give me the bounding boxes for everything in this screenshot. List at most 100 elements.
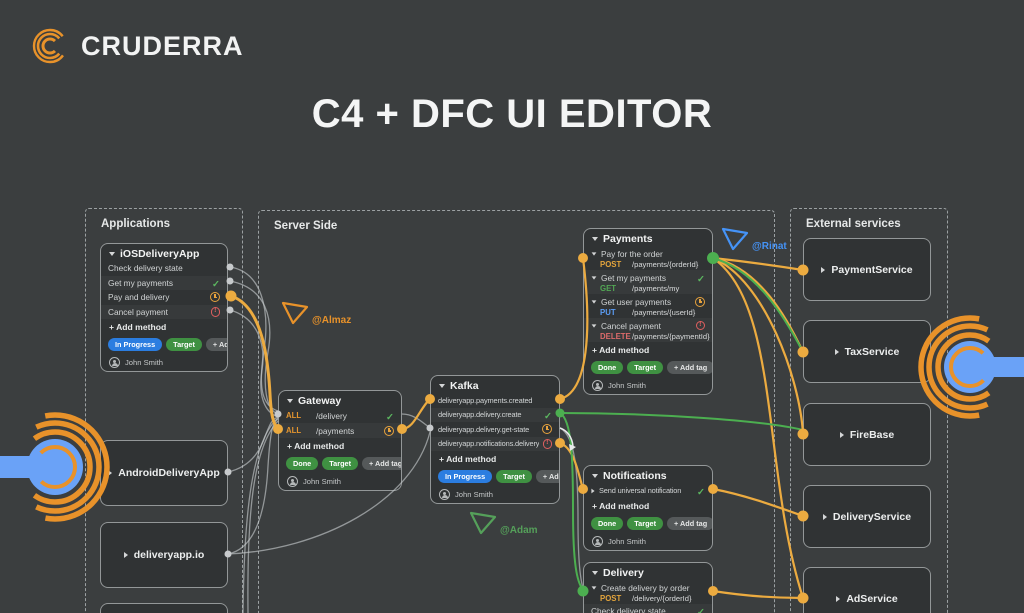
- owner-row: John Smith: [584, 533, 712, 550]
- api-row[interactable]: ALL /payments: [279, 423, 401, 438]
- avatar-icon: [592, 536, 603, 547]
- chevron-down-icon[interactable]: [591, 275, 597, 280]
- card-iosdeliveryapp[interactable]: iOSDeliveryApp Check delivery state Get …: [100, 243, 228, 372]
- card-header[interactable]: Delivery: [584, 563, 712, 580]
- cursor-triangle-icon: [721, 227, 749, 251]
- tag-target[interactable]: Target: [627, 360, 664, 374]
- page-title: C4 + DFC UI EDITOR: [311, 92, 713, 136]
- method-row[interactable]: Check delivery state: [584, 604, 712, 613]
- add-tag-button[interactable]: + Add tag: [362, 456, 401, 470]
- card-title: Gateway: [298, 394, 342, 407]
- card-header[interactable]: Notifications: [584, 466, 712, 483]
- card-kafka[interactable]: Kafka deliveryapp.payments.created deliv…: [430, 375, 560, 504]
- add-method-button[interactable]: + Add method: [287, 440, 345, 451]
- api-row[interactable]: ALL /delivery: [279, 408, 401, 423]
- card-gateway[interactable]: Gateway ALL /delivery ALL /payments + Ad…: [278, 390, 402, 491]
- chevron-down-icon[interactable]: [591, 251, 597, 256]
- api-row[interactable]: Cancel payment DELETE /payments/{payment…: [584, 318, 712, 342]
- chevron-down-icon[interactable]: [591, 323, 597, 328]
- check-icon: [697, 602, 705, 613]
- card-deliveryapp-io[interactable]: deliveryapp.io: [100, 522, 228, 588]
- card-firebase[interactable]: FireBase: [803, 403, 931, 466]
- card-header[interactable]: Kafka: [431, 376, 559, 393]
- card-paymentservice[interactable]: PaymentService: [803, 238, 931, 301]
- add-method-button[interactable]: + Add method: [439, 453, 497, 464]
- api-row[interactable]: Pay for the order POST /payments/{orderI…: [584, 246, 712, 270]
- avatar-icon: [592, 380, 603, 391]
- add-tag-button[interactable]: + Add tag: [667, 360, 712, 374]
- chevron-right-icon[interactable]: [839, 431, 844, 438]
- api-row[interactable]: Create delivery by order POST /delivery/…: [584, 580, 712, 604]
- tag-target[interactable]: Target: [322, 456, 359, 470]
- card-title: FireBase: [849, 428, 895, 441]
- card-androiddeliveryapp[interactable]: AndroidDeliveryApp: [100, 440, 228, 506]
- card-notifications[interactable]: Notifications Send universal notificatio…: [583, 465, 713, 551]
- add-method-button[interactable]: + Add method: [109, 321, 167, 332]
- error-icon: [542, 439, 552, 449]
- check-icon: [697, 482, 705, 500]
- chevron-down-icon[interactable]: [287, 398, 293, 403]
- method-row[interactable]: Check delivery state: [108, 263, 183, 274]
- topic-row[interactable]: deliveryapp.payments.created: [438, 395, 533, 405]
- card-header[interactable]: Gateway: [279, 391, 401, 408]
- check-icon: [544, 406, 552, 424]
- chevron-right-icon[interactable]: [836, 595, 841, 602]
- card-delivery[interactable]: Delivery Create delivery by order POST /…: [583, 562, 713, 613]
- card-header[interactable]: Payments: [584, 229, 712, 246]
- add-tag-button[interactable]: + Add tag: [205, 337, 227, 351]
- card-title: Payments: [603, 232, 653, 245]
- owner-name: John Smith: [608, 381, 646, 390]
- topic-row[interactable]: deliveryapp.notifications.delivery: [431, 437, 559, 452]
- chevron-right-icon[interactable]: [834, 348, 839, 355]
- chevron-down-icon[interactable]: [439, 383, 445, 388]
- chevron-down-icon[interactable]: [592, 236, 598, 241]
- panel-external-title: External services: [806, 218, 901, 230]
- card-adservice[interactable]: AdService: [803, 567, 931, 613]
- tag-in-progress[interactable]: In Progress: [438, 469, 493, 483]
- method-row[interactable]: Get my payments: [101, 276, 227, 291]
- card-deliveryservice[interactable]: DeliveryService: [803, 485, 931, 548]
- chevron-right-icon[interactable]: [821, 266, 826, 273]
- card-partial[interactable]: [100, 603, 228, 613]
- card-header[interactable]: iOSDeliveryApp: [101, 244, 227, 261]
- add-method-button[interactable]: + Add method: [592, 500, 650, 511]
- chevron-down-icon[interactable]: [591, 299, 597, 304]
- chevron-down-icon[interactable]: [592, 570, 598, 575]
- chevron-right-icon[interactable]: [591, 488, 595, 493]
- add-tag-button[interactable]: + Add tag: [535, 469, 559, 483]
- tag-done[interactable]: Done: [591, 516, 624, 530]
- method-row[interactable]: Send universal notification: [584, 483, 712, 498]
- tag-in-progress[interactable]: In Progress: [108, 337, 163, 351]
- tag-target[interactable]: Target: [627, 516, 664, 530]
- card-title: iOSDeliveryApp: [120, 247, 200, 260]
- topic-row[interactable]: deliveryapp.delivery.get-state: [431, 422, 559, 437]
- owner-row: John Smith: [279, 473, 401, 490]
- tag-target[interactable]: Target: [166, 337, 202, 351]
- api-row[interactable]: Get my payments GET /payments/my: [584, 270, 712, 294]
- chevron-right-icon[interactable]: [822, 513, 827, 520]
- method-row[interactable]: Pay and delivery: [101, 290, 227, 305]
- chevron-down-icon[interactable]: [592, 473, 598, 478]
- add-tag-button[interactable]: + Add tag: [667, 516, 712, 530]
- check-icon: [697, 269, 705, 287]
- chevron-right-icon[interactable]: [108, 470, 113, 476]
- cursor-rinat: @Rinat: [720, 226, 787, 252]
- chevron-down-icon[interactable]: [591, 585, 597, 590]
- add-method-button[interactable]: + Add method: [592, 344, 650, 355]
- chevron-right-icon[interactable]: [123, 552, 128, 558]
- owner-name: John Smith: [608, 537, 646, 546]
- tag-done[interactable]: Done: [286, 456, 319, 470]
- tag-done[interactable]: Done: [591, 360, 624, 374]
- method-badge: POST: [600, 260, 622, 269]
- chevron-down-icon[interactable]: [109, 251, 115, 256]
- owner-name: John Smith: [455, 490, 493, 499]
- tag-target[interactable]: Target: [496, 469, 532, 483]
- api-row[interactable]: Get user payments PUT /payments/{userId}: [584, 294, 712, 318]
- card-title: Delivery: [603, 566, 644, 579]
- brand-logo[interactable]: CRUDERRA: [28, 24, 244, 68]
- topic-row[interactable]: deliveryapp.delivery.create: [431, 408, 559, 423]
- card-payments[interactable]: Payments Pay for the order POST /payment…: [583, 228, 713, 395]
- check-icon: [386, 407, 394, 425]
- card-taxservice[interactable]: TaxService: [803, 320, 931, 383]
- method-row[interactable]: Cancel payment: [101, 305, 227, 320]
